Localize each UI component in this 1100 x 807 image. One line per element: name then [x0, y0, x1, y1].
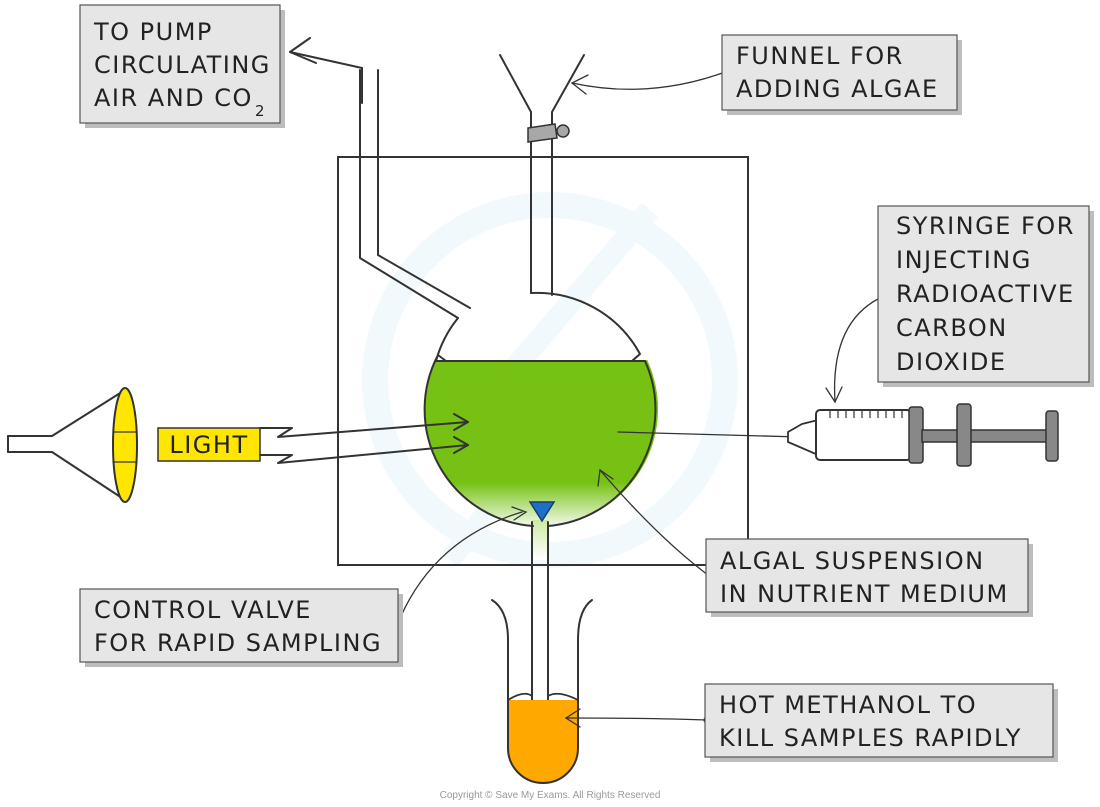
lamp-icon — [7, 387, 138, 503]
copyright-notice: Copyright © Save My Exams. All Rights Re… — [440, 790, 661, 801]
svg-text:2: 2 — [255, 102, 265, 120]
pointer-valve — [395, 511, 523, 629]
stopcock-icon — [527, 123, 570, 143]
test-tube — [491, 599, 593, 784]
label-funnel: FUNNEL FOR ADDING ALGAE — [721, 34, 962, 115]
air-outlet-tube — [377, 69, 471, 309]
svg-text:ALGAL SUSPENSION: ALGAL SUSPENSION — [720, 547, 985, 575]
label-syringe: SYRINGE FOR INJECTING RADIOACTIVE CARBON… — [877, 205, 1094, 387]
svg-text:ADDING ALGAE: ADDING ALGAE — [736, 75, 939, 103]
svg-text:DIOXIDE: DIOXIDE — [896, 348, 1007, 376]
pointer-methanol — [565, 717, 708, 721]
light-label-box — [157, 427, 261, 462]
pointer-funnel — [571, 70, 729, 90]
svg-text:FUNNEL FOR: FUNNEL FOR — [736, 42, 904, 70]
svg-text:RADIOACTIVE: RADIOACTIVE — [896, 280, 1075, 308]
light-label: LIGHT — [169, 431, 248, 459]
pointer-suspension — [599, 469, 713, 579]
light-beam-upper — [259, 421, 469, 438]
svg-text:CIRCULATING: CIRCULATING — [94, 51, 271, 79]
svg-text:TO PUMP: TO PUMP — [93, 18, 213, 46]
bottom-tube-fill — [532, 520, 548, 560]
svg-text:INJECTING: INJECTING — [896, 246, 1032, 274]
syringe-icon — [617, 403, 1059, 467]
funnel — [499, 54, 585, 133]
control-valve-icon — [528, 501, 556, 523]
svg-text:IN NUTRIENT MEDIUM: IN NUTRIENT MEDIUM — [720, 580, 1009, 608]
svg-text:FOR RAPID SAMPLING: FOR RAPID SAMPLING — [94, 629, 382, 657]
glass-tank — [337, 156, 749, 566]
light-beam-lower — [259, 444, 469, 464]
label-control-valve: CONTROL VALVE FOR RAPID SAMPLING — [79, 588, 403, 667]
pointer-syringe — [833, 295, 885, 403]
svg-text:AIR AND CO: AIR AND CO — [94, 84, 253, 112]
label-pump: TO PUMP CIRCULATING AIR AND CO 2 — [79, 4, 285, 128]
flask-outline — [530, 291, 657, 527]
label-algal-suspension: ALGAL SUSPENSION IN NUTRIENT MEDIUM — [705, 538, 1033, 617]
label-hot-methanol: HOT METHANOL TO KILL SAMPLES RAPIDLY — [704, 683, 1058, 762]
arrow-to-pump — [289, 51, 363, 69]
svg-text:KILL SAMPLES RAPIDLY: KILL SAMPLES RAPIDLY — [719, 724, 1022, 752]
svg-text:CARBON: CARBON — [896, 314, 1008, 342]
svg-text:CONTROL VALVE: CONTROL VALVE — [94, 596, 312, 624]
svg-text:SYRINGE FOR: SYRINGE FOR — [896, 212, 1075, 240]
svg-text:HOT METHANOL TO: HOT METHANOL TO — [719, 691, 977, 719]
